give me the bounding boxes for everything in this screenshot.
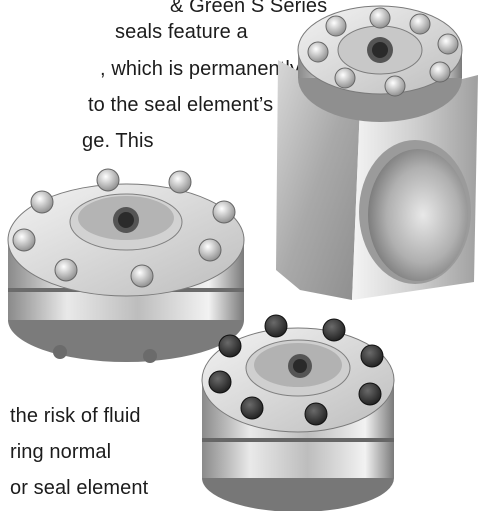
black-bolt-seal-image bbox=[201, 314, 395, 511]
text-line-3: , which is permanently bbox=[100, 58, 301, 80]
flange-seal-image bbox=[7, 168, 245, 363]
block-seal-image bbox=[276, 5, 478, 300]
text-line-2: seals feature a bbox=[115, 21, 248, 43]
black-bolts bbox=[208, 314, 384, 426]
text-line-8: or seal element bbox=[10, 477, 149, 499]
block-bolts bbox=[307, 7, 459, 97]
block-front-face bbox=[276, 60, 360, 300]
text-line-4: to the seal element’s bbox=[88, 94, 274, 116]
text-line-1: & Green S Series bbox=[170, 0, 328, 17]
text-line-7: ring normal bbox=[10, 441, 112, 463]
pipe-bore bbox=[368, 149, 468, 281]
flange-bolts bbox=[12, 168, 236, 288]
text-line-5: ge. This bbox=[82, 130, 154, 152]
text-line-6: the risk of fluid bbox=[10, 405, 141, 427]
